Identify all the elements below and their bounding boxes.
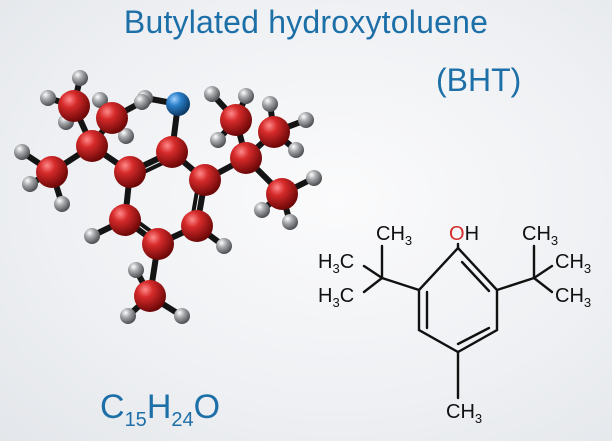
carbon-atom bbox=[220, 104, 252, 136]
molecular-formula: C15H24O bbox=[100, 388, 220, 432]
hydrogen-atom bbox=[204, 86, 220, 102]
methyl-label-para: CH3 bbox=[446, 401, 482, 426]
hydroxyl-h: H bbox=[465, 223, 479, 245]
methyl-label-left-top: CH3 bbox=[376, 223, 412, 248]
carbon-atom bbox=[76, 130, 108, 162]
carbon-atom bbox=[96, 102, 128, 134]
hydrogen-atom bbox=[238, 88, 254, 104]
hydrogen-atom bbox=[118, 128, 134, 144]
methyl-label-left-lower: H3C bbox=[318, 285, 354, 310]
hydrogen-atom bbox=[282, 214, 298, 230]
hydrogen-atom bbox=[84, 228, 100, 244]
hydrogen-atom bbox=[298, 112, 314, 128]
hydrogen-atom bbox=[120, 308, 136, 324]
carbon-atom bbox=[142, 228, 174, 260]
hydrogen-atom bbox=[72, 70, 88, 86]
page-title: Butylated hydroxytoluene bbox=[123, 4, 489, 40]
hydrogen-atom bbox=[128, 262, 144, 278]
carbon-atom bbox=[189, 164, 221, 196]
skeletal-bonds bbox=[362, 242, 554, 400]
hydrogen-atom bbox=[262, 96, 278, 112]
methyl-label-right-top: CH3 bbox=[522, 223, 558, 248]
model-atoms bbox=[14, 70, 322, 324]
methyl-label-right-upper: CH3 bbox=[555, 251, 591, 276]
hydrogen-atom bbox=[54, 196, 70, 212]
formula-carbon-count: 15 bbox=[124, 409, 147, 431]
hydrogen-atom bbox=[134, 94, 150, 110]
hydrogen-atom bbox=[14, 144, 30, 160]
hydrogen-atom bbox=[254, 202, 270, 218]
hydrogen-atom bbox=[92, 92, 108, 108]
carbon-atom bbox=[266, 178, 298, 210]
formula-oxygen: O bbox=[193, 388, 221, 426]
formula-hydrogen: H bbox=[146, 388, 172, 426]
hydroxyl-label: OH bbox=[449, 223, 479, 245]
hydroxyl-o: O bbox=[449, 223, 465, 245]
hydrogen-atom bbox=[174, 308, 190, 324]
hydrogen-atom bbox=[306, 170, 322, 186]
carbon-atom bbox=[36, 156, 68, 188]
hydrogen-atom bbox=[210, 132, 226, 148]
carbon-atom bbox=[134, 280, 166, 312]
hydrogen-atom bbox=[22, 176, 38, 192]
carbon-atom bbox=[109, 204, 141, 236]
formula-hydrogen-count: 24 bbox=[171, 409, 194, 431]
carbon-atom bbox=[258, 116, 290, 148]
carbon-atom bbox=[230, 142, 262, 174]
hydrogen-atom bbox=[288, 142, 304, 158]
formula-carbon: C bbox=[100, 388, 125, 426]
methyl-label-left-upper: H3C bbox=[318, 251, 354, 276]
carbon-atom bbox=[58, 90, 90, 122]
hydrogen-atom bbox=[40, 90, 56, 106]
carbon-atom bbox=[181, 210, 213, 242]
oxygen-atom bbox=[166, 92, 190, 116]
abbreviation: (BHT) bbox=[436, 62, 522, 98]
carbon-atom bbox=[114, 156, 146, 188]
methyl-label-right-lower: CH3 bbox=[555, 285, 591, 310]
hydrogen-atom bbox=[216, 238, 232, 254]
carbon-atom bbox=[156, 136, 188, 168]
